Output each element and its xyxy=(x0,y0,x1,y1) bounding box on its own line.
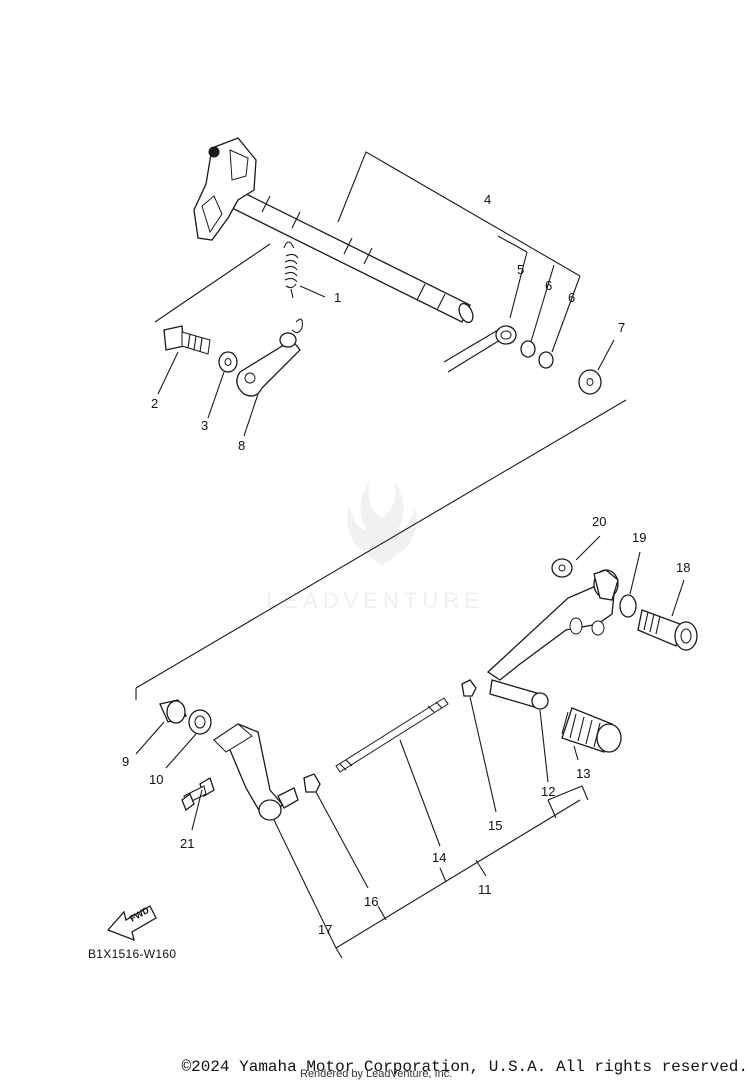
callout-12: 12 xyxy=(541,784,555,799)
seal-10 xyxy=(188,709,212,735)
callout-6b: 6 xyxy=(568,290,575,305)
washer-7 xyxy=(578,369,602,395)
diagram-code: B1X1516-W160 xyxy=(88,947,176,961)
seal-19 xyxy=(619,594,637,618)
lower-leaders xyxy=(135,535,685,949)
rendered-by-notice: Rendered by LeadVenture, Inc. xyxy=(300,1068,453,1080)
shift-shaft xyxy=(193,137,474,324)
bracket-4 xyxy=(337,151,581,353)
shift-rod xyxy=(335,697,449,773)
callout-16: 16 xyxy=(364,894,378,909)
callout-18: 18 xyxy=(676,560,690,575)
callout-2: 2 xyxy=(151,396,158,411)
watermark-logo: LEADVENTURE xyxy=(266,480,484,613)
callout-20: 20 xyxy=(592,514,606,529)
fwd-arrow-icon: FWD xyxy=(106,905,157,942)
callout-21: 21 xyxy=(180,836,194,851)
callout-19: 19 xyxy=(632,530,646,545)
callout-6a: 6 xyxy=(545,278,552,293)
callout-1: 1 xyxy=(334,290,341,305)
shift-arm xyxy=(212,723,299,821)
callout-8: 8 xyxy=(238,438,245,453)
pivot-bolt xyxy=(637,609,698,651)
callout-labels: 1 2 3 4 5 6 6 7 8 9 10 11 12 13 14 15 16… xyxy=(122,192,690,937)
callout-3: 3 xyxy=(201,418,208,433)
assembly-connector-lines xyxy=(135,399,627,700)
watermark-text: LEADVENTURE xyxy=(266,588,484,613)
collar-9 xyxy=(159,699,187,724)
callout-4: 4 xyxy=(484,192,491,207)
callout-14: 14 xyxy=(432,850,446,865)
callout-11: 11 xyxy=(478,882,492,897)
stopper-lever xyxy=(236,318,303,397)
callout-5: 5 xyxy=(517,262,524,277)
callout-15: 15 xyxy=(488,818,502,833)
washer-20 xyxy=(551,558,573,578)
shift-pedal-arm xyxy=(486,569,619,681)
nut-16 xyxy=(303,773,321,793)
callout-7: 7 xyxy=(618,320,625,335)
torsion-spring xyxy=(443,325,517,373)
callout-10: 10 xyxy=(149,772,163,787)
washer-3 xyxy=(218,351,238,373)
copyright-notice: ©2024 Yamaha Motor Corporation, U.S.A. A… xyxy=(181,1058,749,1076)
nut-15 xyxy=(461,679,477,697)
lower-bracket xyxy=(335,785,589,959)
bolt-2 xyxy=(163,325,211,355)
rubber-peg xyxy=(561,707,622,753)
circlip-b xyxy=(538,351,554,369)
shift-peg-rod xyxy=(489,679,549,710)
bolt-21 xyxy=(181,777,215,812)
callout-13: 13 xyxy=(576,766,590,781)
upper-leaders xyxy=(154,243,615,437)
spring-1 xyxy=(283,241,299,299)
circlip-a xyxy=(520,340,536,358)
callout-9: 9 xyxy=(122,754,129,769)
callout-17: 17 xyxy=(318,922,332,937)
